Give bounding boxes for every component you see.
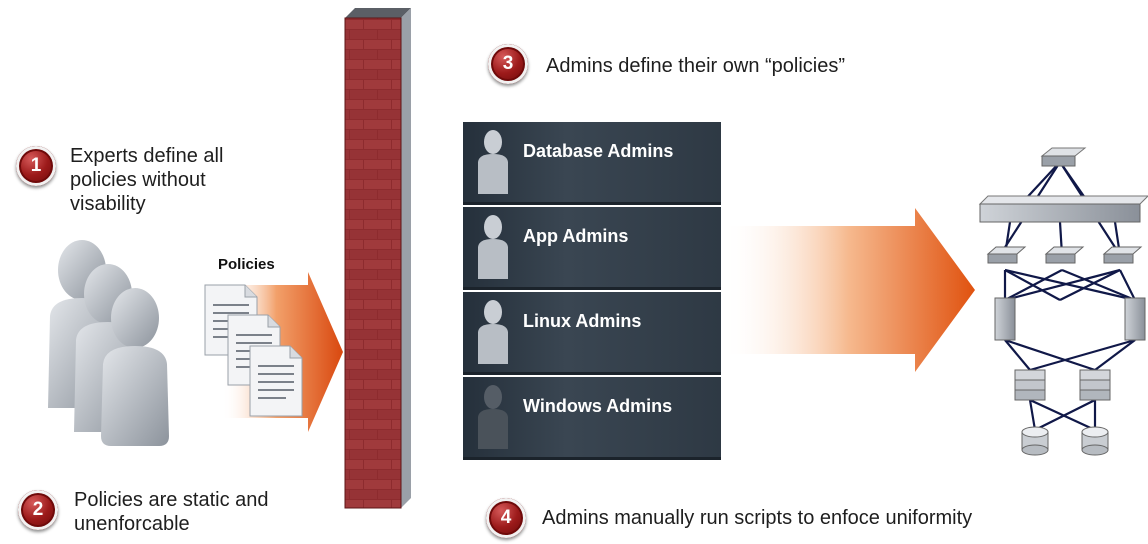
admin-panel-windows: Windows Admins	[463, 377, 721, 460]
admin-panel-label: App Admins	[523, 226, 629, 246]
step-1-badge: 1	[16, 146, 56, 186]
step-3-badge: 3	[488, 44, 528, 84]
right-arrow	[722, 208, 975, 372]
person-icon	[478, 215, 508, 279]
person-icon	[478, 385, 508, 449]
step-4-badge: 4	[486, 498, 526, 538]
admin-panel-label: Database Admins	[523, 141, 674, 161]
step-1-line-1: Experts define all	[70, 145, 224, 167]
firewall-wall-icon	[344, 8, 411, 509]
person-icon	[478, 300, 508, 364]
admin-panel-app: App Admins	[463, 207, 721, 290]
admin-panel-linux: Linux Admins	[463, 292, 721, 375]
step-1-line-3: visability	[70, 193, 146, 215]
step-2-caption: Policies are static and unenforcable	[74, 488, 269, 536]
person-group-icon	[48, 240, 169, 446]
step-2-badge: 2	[18, 490, 58, 530]
network-topology-icon	[978, 147, 1148, 456]
step-4-caption: Admins manually run scripts to enfoce un…	[542, 507, 973, 529]
admin-panel-database: Database Admins	[463, 122, 721, 205]
step-1-line-2: policies without	[70, 169, 206, 191]
admin-panel-label: Windows Admins	[523, 396, 673, 416]
step-1-caption: Experts define all policies without visa…	[70, 144, 223, 216]
step-2-line-2: unenforcable	[74, 513, 190, 535]
person-icon	[478, 130, 508, 194]
documents-icon	[204, 284, 303, 417]
step-2-line-1: Policies are static and	[74, 489, 269, 511]
step-3-caption: Admins define their own “policies”	[546, 55, 846, 77]
policies-label: Policies	[218, 256, 275, 273]
admin-panel-label: Linux Admins	[523, 311, 642, 331]
